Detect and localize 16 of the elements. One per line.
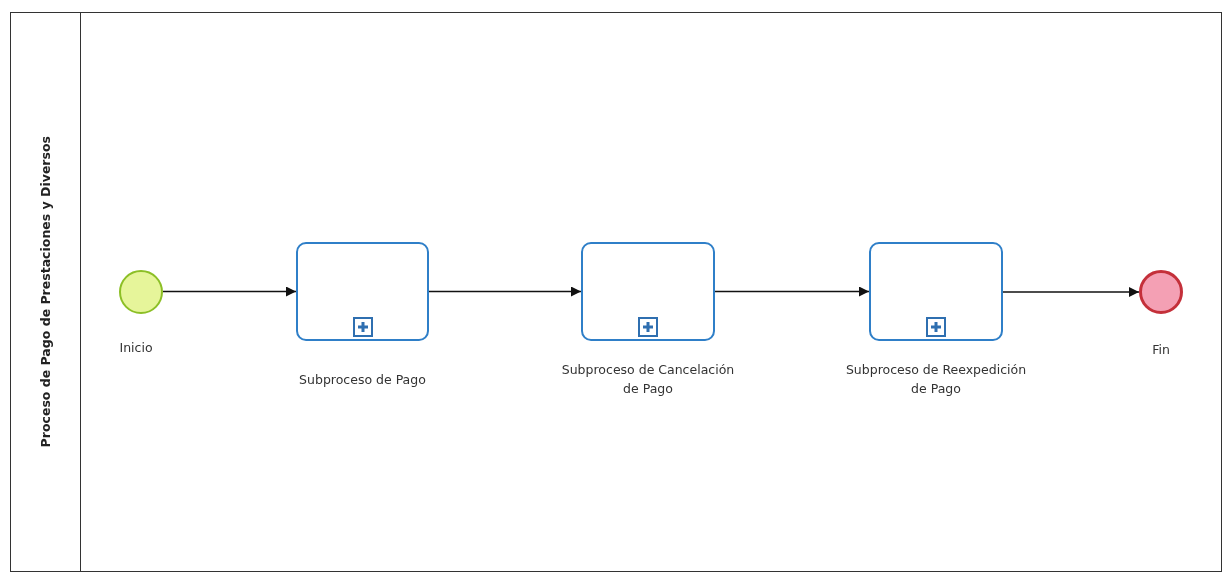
- subprocess-box: [296, 242, 429, 341]
- subprocess-box: [581, 242, 715, 341]
- end-event-circle: [1139, 270, 1183, 314]
- pool-title: Proceso de Pago de Prestaciones y Diversos: [38, 136, 53, 448]
- node-label: Subproceso de Pago: [298, 371, 427, 389]
- sequence-arrow: [1002, 287, 1140, 297]
- pool: [10, 12, 1222, 572]
- node-label: Inicio: [118, 339, 154, 357]
- sequence-arrow: [428, 286, 582, 297]
- node-label: Subproceso de Cancelación de Pago: [560, 361, 736, 399]
- subprocess-box: [869, 242, 1003, 341]
- start-event-circle: [119, 270, 163, 314]
- node-label: Fin: [1151, 341, 1171, 359]
- sequence-arrow: [714, 286, 870, 297]
- sequence-arrow: [162, 286, 297, 297]
- node-label: Subproceso de Reexpedición de Pago: [844, 361, 1028, 399]
